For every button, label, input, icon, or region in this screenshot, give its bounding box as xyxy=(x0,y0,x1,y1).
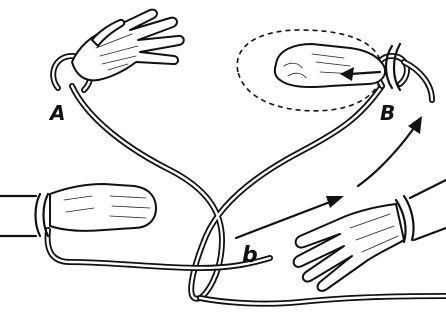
label-b-upper: B xyxy=(380,101,395,125)
arrow-b-head xyxy=(326,196,344,208)
hand-lower-right-palm xyxy=(294,204,404,291)
label-a: A xyxy=(48,101,65,125)
hand-a-palm xyxy=(72,10,184,81)
label-b-lower: b xyxy=(242,243,258,268)
hand-lower-right xyxy=(294,180,446,291)
arrow-up-right-line xyxy=(358,128,414,186)
rope-tail-b xyxy=(404,62,432,100)
hand-lower-left-cuff xyxy=(0,196,36,236)
hand-a xyxy=(72,10,184,81)
hand-b-fist xyxy=(275,44,385,87)
hand-lower-left xyxy=(0,184,156,236)
arrow-up-right-head xyxy=(408,116,422,134)
